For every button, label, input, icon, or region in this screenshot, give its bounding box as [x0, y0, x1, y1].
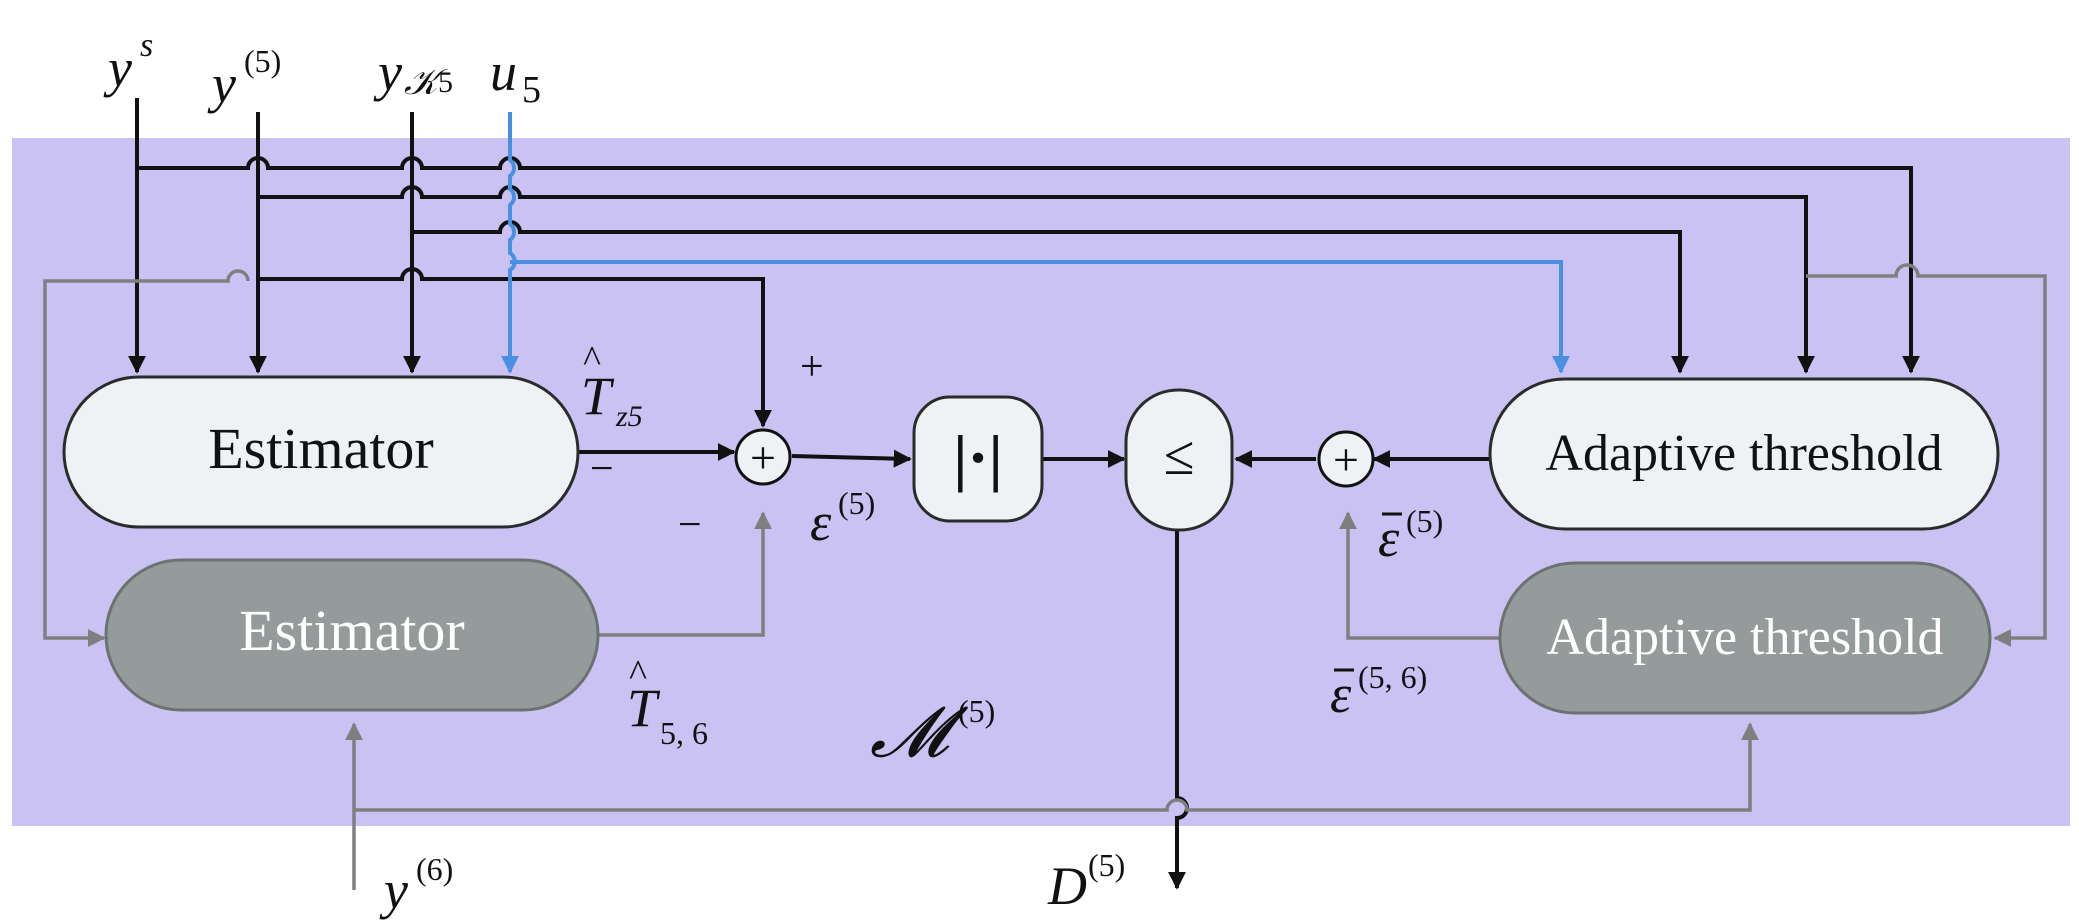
compare-block [1124, 388, 1234, 532]
svg-text:(5): (5) [244, 43, 281, 79]
threshold-main-block [1488, 377, 2000, 531]
svg-text:(5, 6): (5, 6) [1358, 659, 1427, 695]
svg-text:y: y [103, 38, 132, 98]
svg-text:^: ^ [583, 339, 601, 381]
threshold-epsbar56-label: ε (5, 6) [1330, 659, 1427, 724]
decision-D5-label: D (5) [1047, 847, 1125, 916]
threshold-epsbar5-label: ε (5) [1378, 503, 1443, 568]
estimator-neighbor-block [104, 558, 600, 712]
svg-text:y: y [373, 42, 402, 102]
svg-text:T: T [627, 678, 661, 738]
minus-sign-top: − [590, 446, 614, 492]
svg-text:(5): (5) [838, 485, 875, 521]
threshold-main-label: Adaptive threshold [1545, 425, 1942, 482]
svg-text:D: D [1047, 856, 1087, 916]
u5-feed-lines [501, 112, 1570, 374]
estimate-Tz5-label: ^ T z5 [581, 339, 643, 433]
svg-text:ε: ε [1378, 508, 1400, 568]
input-yK5-label: y 𝒦 5 [373, 42, 453, 102]
svg-text:y: y [379, 860, 408, 920]
abs-block [912, 395, 1044, 523]
svg-text:5, 6: 5, 6 [660, 715, 708, 751]
threshold-sum-symbol: + [1333, 434, 1359, 485]
residual-eps5-label: ε (5) [810, 485, 875, 552]
input-feed-lines [128, 98, 1920, 890]
svg-text:ε: ε [1330, 664, 1352, 724]
svg-text:^: ^ [629, 653, 647, 695]
estimator-main-block [62, 375, 580, 529]
svg-text:5: 5 [438, 66, 453, 99]
input-ys-label: y s [103, 27, 153, 98]
plus-sign: + [800, 344, 824, 390]
threshold-neighbor-block [1498, 561, 1992, 715]
svg-text:s: s [140, 27, 153, 64]
input-u5-label: u 5 [490, 42, 541, 111]
svg-text:u: u [490, 42, 517, 102]
threshold-neighbor-label: Adaptive threshold [1546, 609, 1943, 666]
residual-sum-junction [734, 428, 792, 486]
input-y6-label: y (6) [379, 851, 453, 920]
svg-text:ε: ε [810, 492, 832, 552]
svg-text:5: 5 [522, 69, 541, 111]
input-y5-label: y (5) [207, 43, 281, 114]
compare-label: ≤ [1164, 425, 1195, 487]
svg-text:(6): (6) [416, 851, 453, 887]
svg-text:z5: z5 [615, 400, 643, 433]
svg-text:y: y [207, 54, 236, 114]
estimate-T56-label: ^ T 5, 6 [627, 653, 708, 751]
threshold-sum-junction [1317, 430, 1375, 488]
svg-text:T: T [581, 366, 615, 426]
svg-text:(5): (5) [1406, 503, 1443, 539]
estimator-main-label: Estimator [208, 416, 434, 481]
neighbor-lines [43, 263, 2047, 890]
svg-text:(5): (5) [1088, 847, 1125, 883]
residual-sum-symbol: + [750, 432, 776, 483]
svg-text:(5): (5) [958, 693, 995, 729]
abs-label: |·| [953, 422, 1003, 493]
minus-sign-bottom: − [678, 502, 702, 548]
estimator-neighbor-label: Estimator [239, 598, 465, 663]
